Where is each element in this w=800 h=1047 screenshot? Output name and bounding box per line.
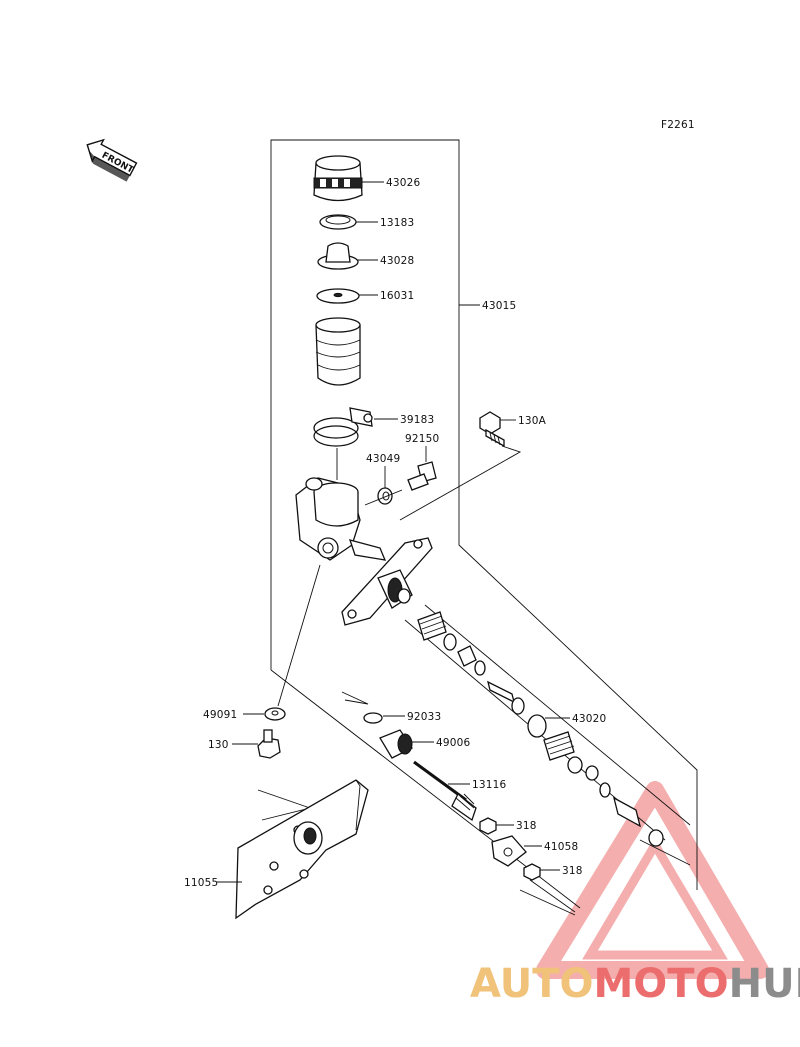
retainer-ring-part: [319, 214, 357, 230]
part-label-39183: 39183: [400, 414, 434, 426]
dust-cap-part: [377, 487, 393, 505]
reservoir-hose-part: [315, 317, 361, 386]
part-label-43015: 43015: [482, 300, 516, 312]
bracket-plate-11055-part: [235, 779, 369, 920]
part-label-49006: 49006: [436, 737, 471, 749]
part-label-41058: 41058: [544, 841, 578, 853]
part-label-130: 130: [208, 739, 229, 751]
part-label-43026: 43026: [386, 177, 421, 189]
master-cylinder-body-part: [295, 448, 387, 561]
bolt-130a-part: [479, 411, 505, 448]
part-label-13116: 13116: [472, 779, 507, 791]
watermark-logo-icon: [536, 781, 769, 979]
part-label-13183: 13183: [380, 217, 414, 229]
watermark-text: AUTOMOTOHUB: [470, 961, 800, 1007]
part-label-43020: 43020: [572, 713, 606, 725]
part-label-92033: 92033: [407, 711, 441, 723]
plate-part: [316, 288, 360, 304]
washer-49091-part: [264, 707, 286, 721]
reservoir-cap-part: [313, 155, 363, 202]
part-label-49091: 49091: [203, 709, 237, 721]
part-label-92150: 92150: [405, 433, 439, 445]
assembly-bracket-43015: [270, 139, 297, 670]
part-label-318-upper: 318: [516, 820, 537, 832]
mounting-flange-part: [341, 537, 433, 626]
hose-clamp-part: [313, 407, 373, 447]
part-label-16031: 16031: [380, 290, 414, 302]
part-label-43028: 43028: [380, 255, 414, 267]
front-arrow-icon: FRONT: [86, 138, 138, 182]
part-label-11055: 11055: [184, 877, 218, 889]
part-label-130A: 130A: [518, 415, 547, 427]
nut-318-lower-part: [523, 863, 541, 881]
bleeder-valve-part: [407, 461, 437, 491]
boot-49006-part: [379, 729, 413, 759]
circlip-92033-part: [363, 712, 383, 724]
part-label-318-lower: 318: [562, 865, 583, 877]
piston-kit-part: [417, 611, 664, 847]
diaphragm-part: [317, 242, 359, 270]
figure-code: F2261: [661, 119, 695, 131]
bolt-130-part: [257, 729, 281, 759]
nut-318-upper-part: [479, 817, 497, 835]
part-label-43049: 43049: [366, 453, 400, 465]
clevis-41058-part: [491, 835, 527, 867]
push-rod-13116-part: [413, 760, 477, 822]
